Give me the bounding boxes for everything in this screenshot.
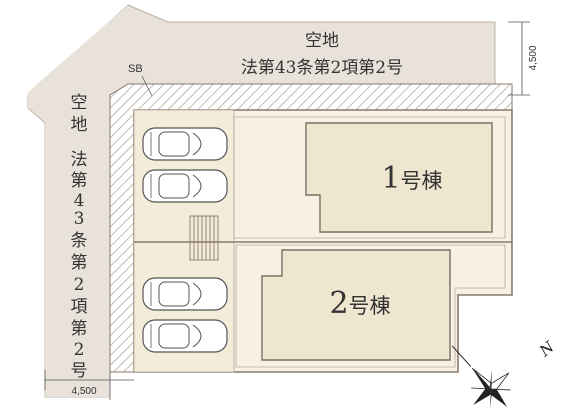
building-1-footprint — [305, 122, 493, 233]
left-road-char: 号 — [71, 361, 88, 381]
left-road-char: 第 — [71, 253, 88, 273]
building-1-outer — [233, 116, 506, 239]
left-road-char: 第 — [71, 319, 88, 339]
steps — [189, 215, 219, 261]
left-road-char: 条 — [71, 231, 88, 251]
building-1-label: 1号棟 — [381, 161, 442, 196]
car-4 — [142, 319, 228, 353]
left-road-char: 第 — [71, 171, 88, 191]
dimension-right-label: 4,500 — [528, 45, 539, 70]
car-2 — [142, 169, 228, 203]
sb-label: SB — [128, 63, 143, 75]
building-2-label: 2号棟 — [329, 286, 390, 321]
dimension-bottom — [44, 370, 134, 400]
building-1-number: 1 — [381, 161, 400, 196]
left-road-char: 4 — [74, 191, 85, 211]
left-road-char: 2 — [74, 340, 85, 360]
top-road-line1: 空地 — [305, 31, 339, 51]
dimension-right — [508, 21, 530, 96]
left-road-char: 項 — [71, 297, 88, 317]
sb-leader — [141, 75, 153, 97]
car-1 — [142, 127, 228, 161]
building-2-footprint — [261, 249, 451, 361]
left-road-label: 空 地 法 第 4 3 条 第 2 項 第 2 号 — [71, 93, 88, 381]
building-1-suffix: 号棟 — [401, 169, 443, 193]
car-3 — [142, 277, 228, 311]
building-2-outer — [235, 244, 506, 368]
building-2-suffix: 号棟 — [349, 294, 391, 318]
left-road-char: 空 — [71, 93, 88, 113]
left-road-char: 法 — [71, 150, 88, 170]
compass-rose-icon — [451, 345, 511, 409]
building-2-number: 2 — [329, 286, 348, 321]
dimension-bottom-label: 4,500 — [71, 386, 96, 397]
left-road-char: 地 — [71, 115, 88, 135]
compass-north-letter: N — [535, 337, 558, 360]
top-road-line2: 法第43条第2項第2号 — [241, 58, 403, 78]
left-road-char: 3 — [74, 209, 85, 229]
road-area-left — [28, 5, 130, 397]
left-road-char: 2 — [74, 275, 85, 295]
